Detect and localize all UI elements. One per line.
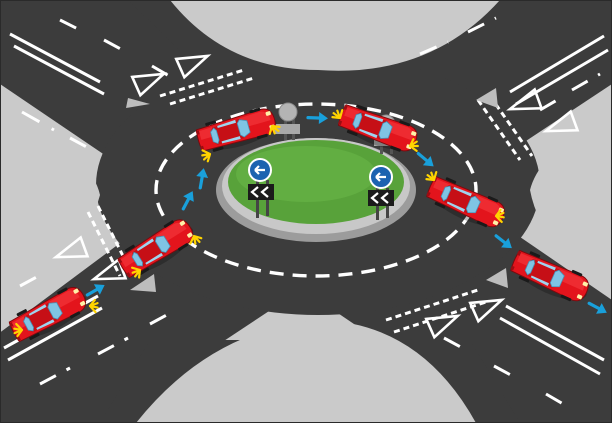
roundabout-diagram bbox=[0, 0, 612, 423]
roundabout-illustration bbox=[0, 0, 612, 423]
